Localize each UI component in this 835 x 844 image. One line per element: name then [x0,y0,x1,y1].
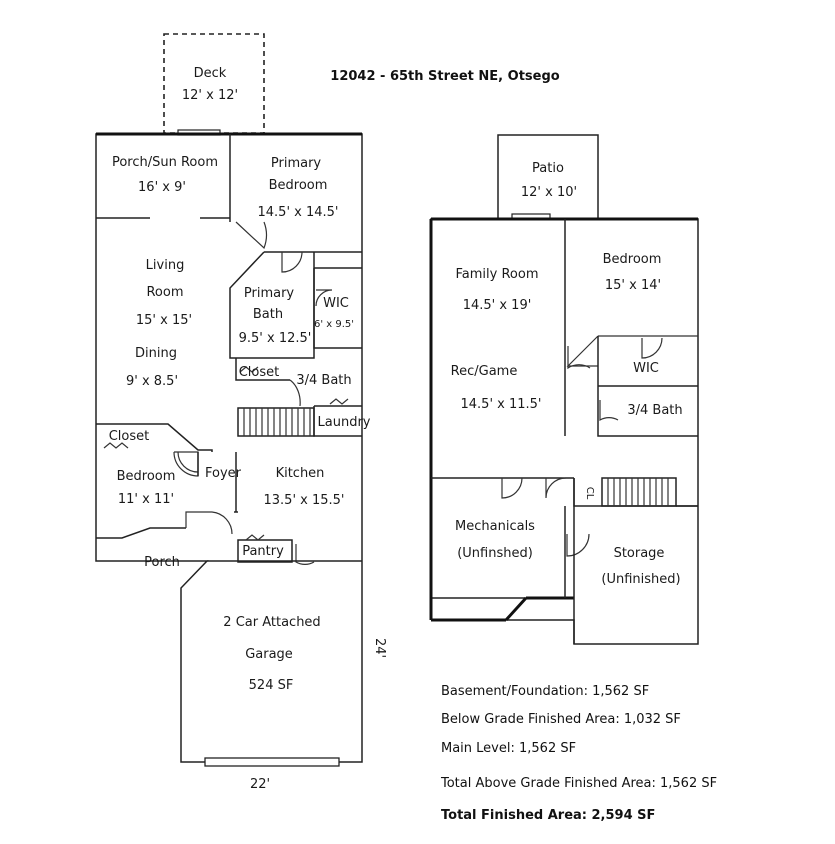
porch-sun-room-label: Porch/Sun Room [112,155,218,170]
lower-bedroom-size: 15' x 14' [605,278,661,293]
address-title: 12042 - 65th Street NE, Otsego [330,69,559,84]
family-room-size: 14.5' x 19' [463,298,532,313]
mechanicals-status: (Unfinshed) [457,546,533,561]
primary-bedroom-size: 14.5' x 14.5' [258,205,339,220]
patio-label: Patio [532,161,564,176]
lower-wic-label: WIC [633,361,659,376]
mechanicals-label: Mechanicals [455,519,535,534]
lower-stairs [601,477,677,507]
deck-label: Deck [194,66,227,81]
wic-walls [313,267,362,349]
garage-door [204,757,340,767]
family-room-label: Family Room [456,267,539,282]
living-room-label-2: Room [146,285,183,300]
stat-total: Total Finished Area: 2,594 SF [441,808,655,823]
deck-outline [163,33,265,134]
bedroom-size: 11' x 11' [118,492,174,507]
garage-area: 524 SF [249,678,294,693]
garage-depth-label: 24' [372,638,387,658]
lower-three-quarter-bath-label: 3/4 Bath [627,403,682,418]
porch-sun-room-size: 16' x 9' [138,180,186,195]
pantry-walls [237,539,293,563]
cl-label: CL [584,487,595,500]
dining-size: 9' x 8.5' [126,374,178,389]
patio-size: 12' x 10' [521,185,577,200]
three-quarter-bath-label: 3/4 Bath [296,373,351,388]
stat-basement: Basement/Foundation: 1,562 SF [441,684,649,699]
bedroom-top-wall [96,423,213,452]
stat-above-grade: Total Above Grade Finished Area: 1,562 S… [440,776,717,791]
lower-level-plan [429,134,699,645]
main-exterior-wall [95,133,363,763]
garage-label-2: Garage [245,647,293,662]
closet-bath-label: Closet [239,365,280,380]
primary-bath-label-1: Primary [244,286,295,301]
dining-label: Dining [135,346,177,361]
kitchen-size: 13.5' x 15.5' [264,493,345,508]
lower-bedroom-label: Bedroom [603,252,662,267]
wic-size: 6' x 9.5' [314,319,354,330]
primary-bedroom-label-2: Bedroom [269,178,328,193]
closet-bedroom-label: Closet [109,429,150,444]
main-stairs [237,407,315,437]
storage-label: Storage [614,546,665,561]
deck-size: 12' x 12' [182,88,238,103]
main-level-plan [95,33,363,767]
rec-game-label: Rec/Game [451,364,518,379]
primary-bath-label-2: Bath [253,307,283,322]
wic-label: WIC [323,296,349,311]
primary-bath-size: 9.5' x 12.5' [239,331,312,346]
living-room-size: 15' x 15' [136,313,192,328]
garage-label-1: 2 Car Attached [223,615,320,630]
bedroom-label: Bedroom [117,469,176,484]
stat-below-grade: Below Grade Finished Area: 1,032 SF [441,712,681,727]
rec-game-size: 14.5' x 11.5' [461,397,542,412]
patio-outline [497,134,599,220]
foyer-label: Foyer [205,466,242,481]
garage-width-label: 22' [250,777,270,792]
kitchen-label: Kitchen [276,466,325,481]
laundry-label: Laundry [318,415,371,430]
stat-main-level: Main Level: 1,562 SF [441,741,576,756]
porch-label: Porch [144,555,180,570]
living-room-label-1: Living [146,258,185,273]
pantry-label: Pantry [242,544,284,559]
primary-bedroom-door [235,221,268,250]
storage-status: (Unfinished) [601,572,680,587]
primary-bedroom-label-1: Primary [271,156,322,171]
